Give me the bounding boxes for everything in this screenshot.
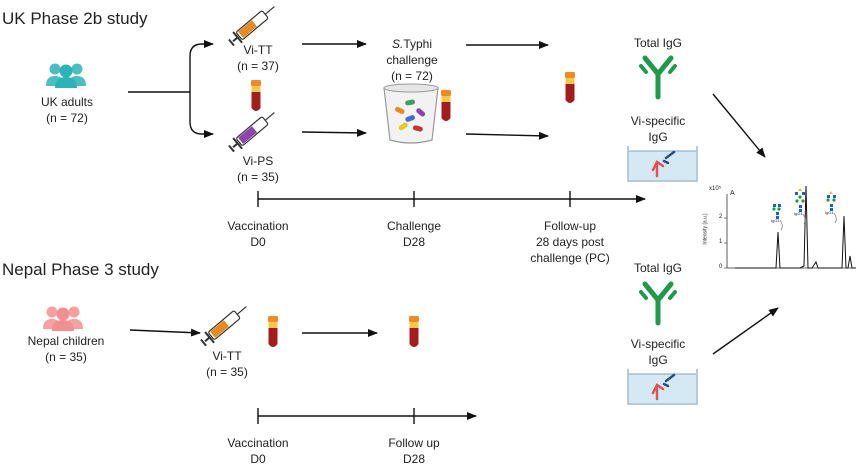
spectrum-peak-label: IgG1	[794, 211, 803, 216]
challenge-cup-icon	[383, 83, 439, 144]
nepal-group-label: Nepal children(n = 35)	[27, 334, 105, 364]
uk-study-title: UK Phase 2b study	[2, 9, 148, 28]
spectrum-y-axis-label: Intensity [a.u.]	[702, 213, 709, 245]
blood-tube-icon	[251, 80, 261, 111]
uk-arm-vi-ps-label: Vi-PS(n = 35)	[237, 154, 279, 184]
uk-timeline	[257, 191, 646, 207]
uk-arm-vi-tt-label: Vi-TT(n = 37)	[237, 43, 279, 73]
blood-tube-icon	[268, 316, 278, 347]
nepal-flow-arrows	[129, 328, 378, 337]
antibody-total-igg-uk-icon	[639, 55, 677, 100]
spectrum-y-tick: 2	[719, 214, 723, 220]
mass-spectrum-panel	[724, 185, 856, 269]
syringe-vi-tt-uk-icon	[228, 6, 275, 47]
uk-people-icon	[46, 63, 86, 88]
spectrum-peak-label: IgG1	[825, 210, 834, 215]
nepal-study-title: Nepal Phase 3 study	[2, 260, 159, 279]
vi-specific-well-nepal-icon	[627, 369, 698, 405]
vi-specific-well-uk-icon	[627, 146, 698, 182]
spectrum-y-tick: 1	[719, 239, 723, 245]
glycan-icon	[826, 191, 837, 224]
uk-flow-arrows	[128, 40, 779, 355]
spectrum-y-tick: 0	[719, 264, 723, 270]
spectrum-peak-label: IgG1	[771, 218, 780, 223]
blood-tube-icon	[441, 90, 451, 121]
uk-group-label: UK adults(n = 72)	[40, 95, 94, 125]
nepal-people-icon	[43, 306, 83, 331]
glycan-icon	[795, 188, 806, 225]
syringe-vi-ps-icon	[228, 112, 275, 153]
spectrum-panel-label: A	[730, 190, 735, 197]
blood-tube-icon	[565, 72, 575, 103]
antibody-total-igg-nepal-icon	[639, 281, 677, 326]
syringe-vi-tt-nepal-icon	[200, 306, 247, 347]
nepal-arm-vi-tt-label: Vi-TT(n = 35)	[206, 349, 248, 379]
challenge-label: S.Typhi challenge (n = 72)	[386, 37, 438, 83]
nepal-timeline	[257, 408, 477, 424]
blood-tube-icon	[409, 316, 419, 347]
uk-total-igg-label: Total IgG	[633, 36, 683, 50]
nepal-total-igg-label: Total IgG	[633, 261, 683, 275]
glycan-icon	[772, 204, 783, 231]
spectrum-scale-label: x10⁵	[709, 186, 722, 192]
